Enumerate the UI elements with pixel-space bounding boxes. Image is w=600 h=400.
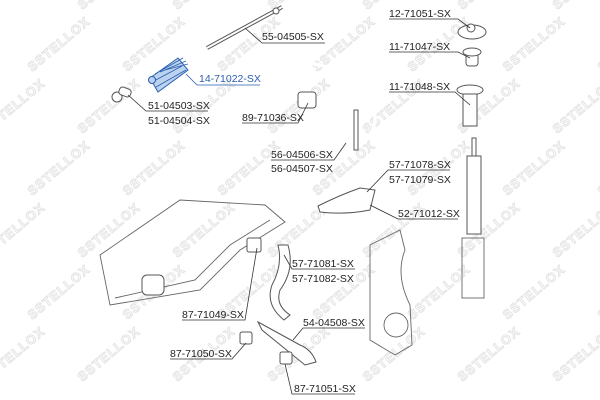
watermark-text: SSTELLOX	[170, 0, 238, 12]
watermark-text: SSTELLOX	[550, 200, 600, 261]
label-56-04507: 56-04507-SX	[271, 163, 333, 175]
watermark-text: SSTELLOX	[500, 14, 568, 75]
watermark-text: SSTELLOX	[0, 200, 48, 261]
watermark-text: SSTELLOX	[310, 262, 378, 323]
watermark-text: SSTELLOX	[170, 200, 238, 261]
watermark-text: SSTELLOX	[595, 14, 600, 75]
watermark-text: SSTELLOX	[75, 0, 143, 12]
label-57-71079: 57-71079-SX	[389, 174, 451, 186]
watermark-text: SSTELLOX	[550, 76, 600, 137]
watermark-text: SSTELLOX	[25, 138, 93, 199]
label-89-71036: 89-71036-SX	[242, 112, 304, 124]
upper-arm-part	[317, 187, 376, 214]
watermark-text: SSTELLOX	[595, 138, 600, 199]
watermark-text: SSTELLOX	[75, 324, 143, 385]
watermark-text: SSTELLOX	[455, 324, 523, 385]
label-14-71022: 14-71022-SX	[199, 73, 261, 85]
label-87-71050: 87-71050-SX	[170, 348, 232, 360]
watermark-text: SSTELLOX	[455, 200, 523, 261]
label-12-71051: 12-71051-SX	[389, 8, 451, 20]
watermark-text: SSTELLOX	[0, 76, 48, 137]
watermark-text: SSTELLOX	[215, 14, 283, 75]
watermark-text: SSTELLOX	[120, 138, 188, 199]
watermark-text: SSTELLOX	[75, 76, 143, 137]
label-57-71081: 57-71081-SX	[292, 258, 354, 270]
watermark-text: SSTELLOX	[500, 262, 568, 323]
label-51-04504: 51-04504-SX	[148, 115, 210, 127]
label-51-04503: 51-04503-SX	[148, 100, 210, 112]
lower-arm-part	[239, 244, 317, 366]
label-57-71082: 57-71082-SX	[292, 273, 354, 285]
label-11-71047: 11-71047-SX	[389, 41, 450, 53]
tie-rod-end-part	[111, 86, 132, 103]
watermark-text: SSTELLOX	[550, 324, 600, 385]
subframe-part	[99, 199, 286, 306]
watermark-text: SSTELLOX	[455, 0, 523, 12]
label-52-71012: 52-71012-SX	[398, 208, 460, 220]
stabilizer-bar-part	[289, 56, 377, 152]
label-11-71048: 11-71048-SX	[389, 81, 450, 93]
watermark-text: SSTELLOX	[0, 324, 48, 385]
tie-rod-part	[206, 5, 283, 50]
watermark-text: SSTELLOX	[0, 0, 48, 12]
watermark-text: SSTELLOX	[595, 262, 600, 323]
label-54-04508: 54-04508-SX	[303, 317, 365, 329]
watermark-text: SSTELLOX	[75, 200, 143, 261]
knuckle-part	[369, 229, 413, 356]
watermark-text: SSTELLOX	[500, 138, 568, 199]
steering-boot-part	[148, 57, 189, 93]
label-87-71049: 87-71049-SX	[182, 309, 244, 321]
watermark-text: SSTELLOX	[405, 262, 473, 323]
watermark-text: SSTELLOX	[25, 262, 93, 323]
watermark-text: SSTELLOX	[550, 0, 600, 12]
watermark-text: SSTELLOX	[25, 14, 93, 75]
label-57-71078: 57-71078-SX	[389, 159, 451, 171]
label-55-04505: 55-04505-SX	[262, 31, 324, 43]
label-87-71051: 87-71051-SX	[294, 383, 356, 395]
label-56-04506: 56-04506-SX	[271, 149, 333, 161]
